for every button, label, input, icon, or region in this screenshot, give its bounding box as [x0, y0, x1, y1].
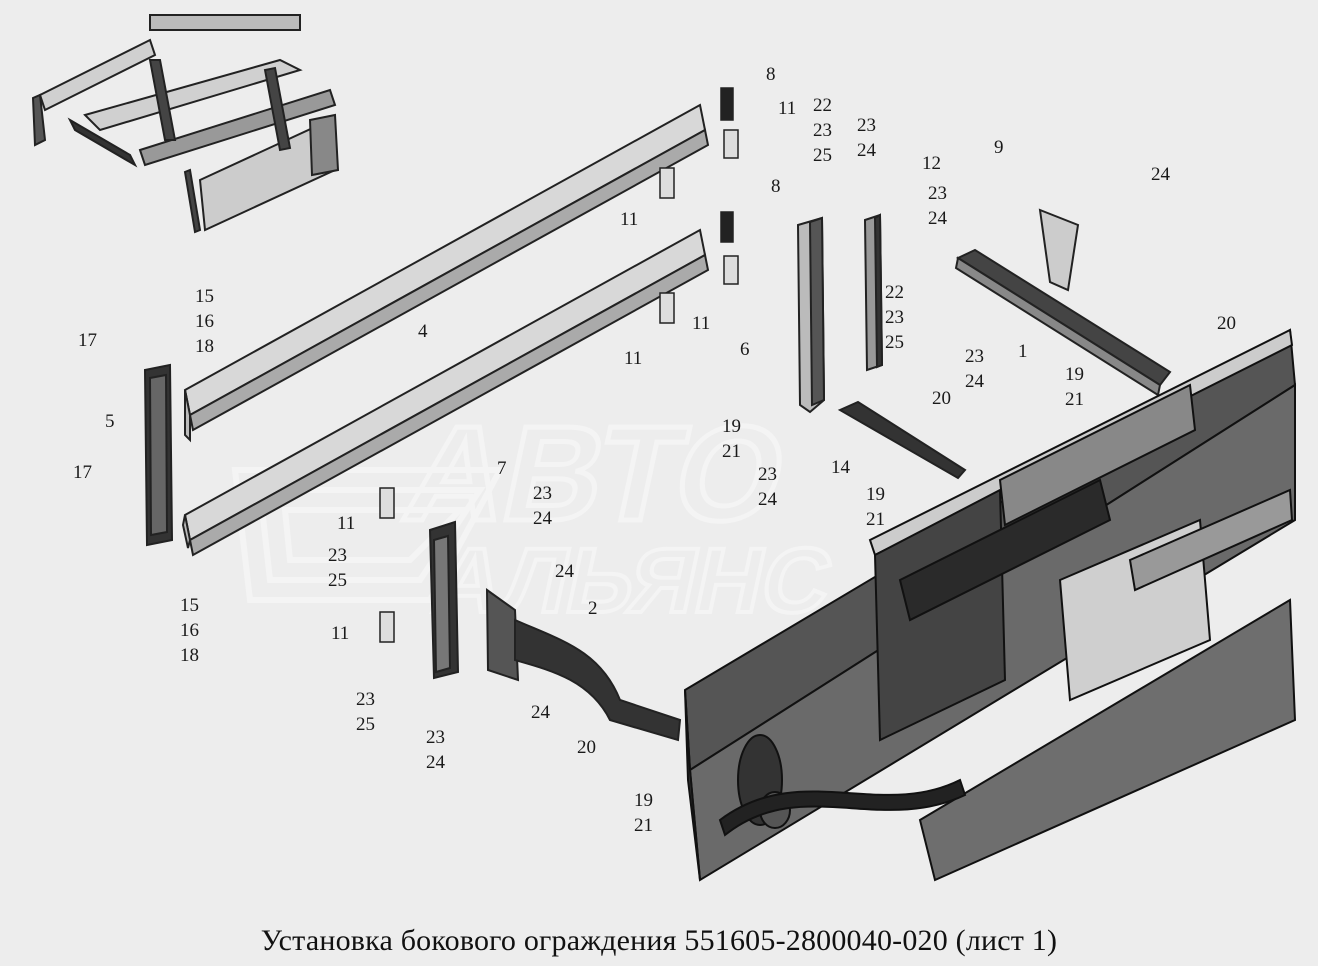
callout-11-mid-c: 11 [624, 348, 643, 369]
callout-11-low: 11 [337, 513, 356, 534]
callout-2: 2 [588, 598, 598, 619]
callout-19-21-c: 19 21 [866, 484, 885, 530]
callout-15-16-18-top: 15 16 18 [195, 286, 214, 357]
callout-24-low: 24 [531, 702, 550, 723]
small-brackets [379, 87, 739, 643]
callout-8-mid: 8 [771, 176, 781, 197]
vertical-posts [428, 213, 884, 680]
callout-1: 1 [1018, 341, 1028, 362]
callout-19-21-mid: 19 21 [722, 416, 741, 462]
callout-15-16-18-bottom: 15 16 18 [180, 595, 199, 666]
callout-23-25-a: 23 25 [328, 545, 347, 591]
callout-24-mid: 24 [555, 561, 574, 582]
callout-9: 9 [994, 137, 1004, 158]
callout-11-mid-a: 11 [620, 209, 639, 230]
bracket-9 [1038, 208, 1080, 292]
callout-23-24-f: 23 24 [426, 727, 445, 773]
watermark-line1: АВТО [393, 397, 799, 548]
callout-19-21-low: 19 21 [634, 790, 653, 836]
callout-23-24-d: 23 24 [758, 464, 777, 510]
callout-23-24-top: 23 24 [857, 115, 876, 161]
callout-6: 6 [740, 339, 750, 360]
callout-11-mid-b: 11 [692, 313, 711, 334]
callout-11-bottom: 11 [331, 623, 350, 644]
callout-4: 4 [418, 321, 428, 342]
side-rail-upper [183, 103, 710, 443]
watermark-emblem [231, 467, 506, 603]
callout-20-mid: 20 [932, 388, 951, 409]
callout-17-bottom: 17 [73, 462, 92, 483]
chassis-frame [683, 328, 1297, 882]
callout-11-top: 11 [778, 98, 797, 119]
callout-5: 5 [105, 411, 115, 432]
callout-23-25-b: 23 25 [356, 689, 375, 735]
callout-22-23-25-mid: 22 23 25 [885, 282, 904, 353]
side-rail-lower [181, 228, 710, 557]
callout-19-21-right: 19 21 [1065, 364, 1084, 410]
callout-8-top: 8 [766, 64, 776, 85]
bracket-2 [485, 588, 682, 742]
callout-24-top-right: 24 [1151, 164, 1170, 185]
thumbnail-assembly [31, 14, 340, 234]
diagram-caption: Установка бокового ограждения 551605-280… [260, 924, 1058, 957]
callout-23-24-b: 23 24 [928, 183, 947, 229]
callout-23-24-e: 23 24 [533, 483, 552, 529]
callout-23-24-c: 23 24 [965, 346, 984, 392]
callout-17-top: 17 [78, 330, 97, 351]
callout-7: 7 [497, 458, 507, 479]
watermark-logo: АВТО АЛЬЯНС [231, 395, 843, 634]
callout-22-23-25-top: 22 23 25 [813, 95, 832, 166]
callout-20-low: 20 [577, 737, 596, 758]
callout-14: 14 [831, 457, 850, 478]
callout-20-right: 20 [1217, 313, 1236, 334]
end-cap [143, 363, 174, 547]
callout-12: 12 [922, 153, 941, 174]
